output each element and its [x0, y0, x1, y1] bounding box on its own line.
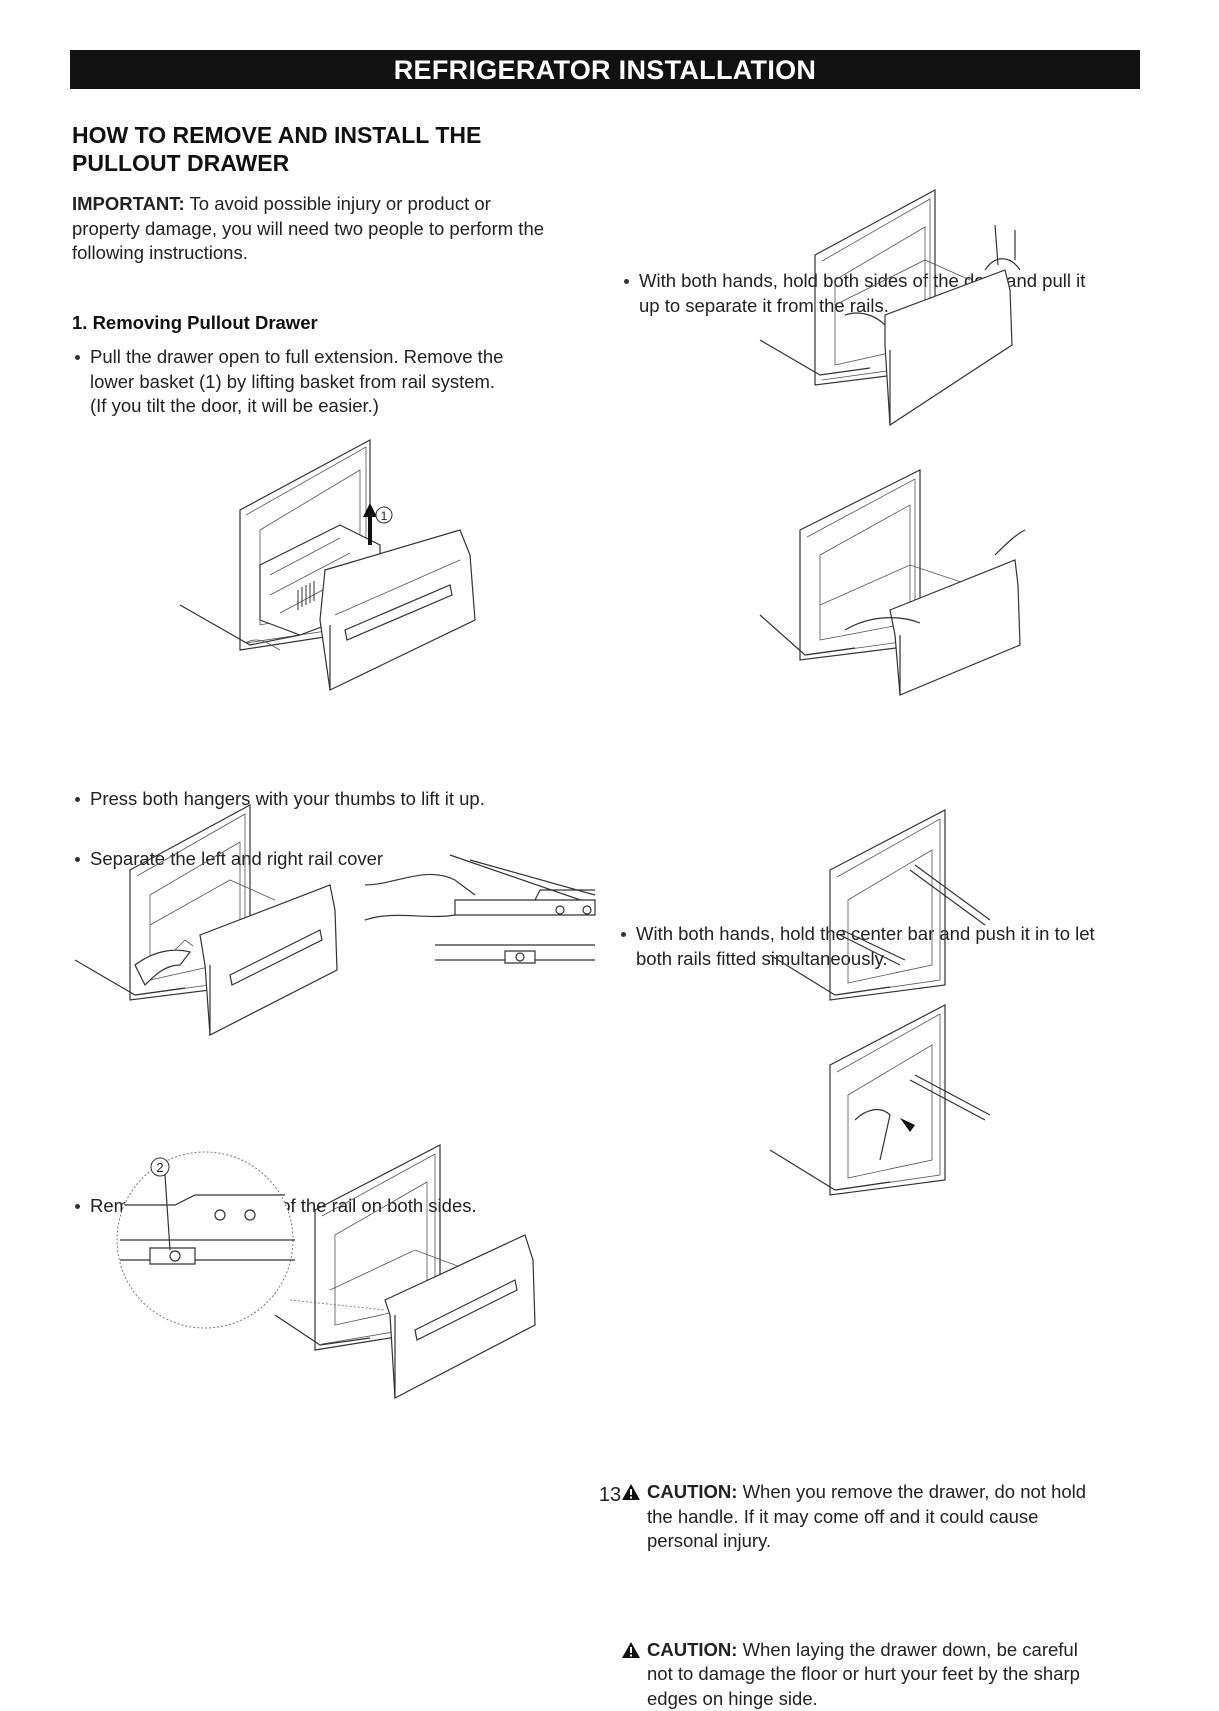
- important-text-3: following instructions.: [72, 241, 602, 266]
- rail-cover-detail-illustration: [365, 855, 600, 975]
- center-bar-push-illustration: [770, 1000, 995, 1200]
- bullet-line: (If you tilt the door, it will be easier…: [90, 394, 610, 419]
- step-1-bullet-1: Pull the drawer open to full extension. …: [72, 345, 610, 419]
- caution-1: CAUTION: When you remove the drawer, do …: [621, 1480, 1167, 1554]
- caution-label: CAUTION:: [647, 1639, 737, 1660]
- important-text-2: property damage, you will need two peopl…: [72, 217, 602, 242]
- drawer-basket-lift-illustration: 1: [180, 435, 490, 700]
- caution-text: When you remove the drawer, do not hold: [743, 1481, 1086, 1502]
- section-heading-line2: PULLOUT DRAWER: [72, 149, 481, 177]
- caution-2: CAUTION: When laying the drawer down, be…: [621, 1638, 1167, 1711]
- rail-frame-illustration: [770, 805, 995, 1005]
- page-number: 13: [560, 1484, 660, 1507]
- section-heading: HOW TO REMOVE AND INSTALL THE PULLOUT DR…: [72, 121, 481, 177]
- important-label: IMPORTANT:: [72, 193, 185, 214]
- caution-text: edges on hinge side.: [647, 1687, 1167, 1711]
- caution-label: CAUTION:: [647, 1481, 737, 1502]
- step-1-title: 1. Removing Pullout Drawer: [72, 312, 318, 334]
- bullet-line: Pull the drawer open to full extension. …: [90, 345, 610, 370]
- caution-text: not to damage the floor or hurt your fee…: [647, 1662, 1167, 1687]
- important-text-1: To avoid possible injury or product or: [190, 193, 491, 214]
- screw-removal-illustration: 2: [115, 1140, 545, 1405]
- warning-icon: [621, 1641, 641, 1659]
- important-note: IMPORTANT: To avoid possible injury or p…: [72, 192, 602, 266]
- callout-1: 1: [381, 509, 388, 523]
- callout-2: 2: [156, 1160, 163, 1175]
- hanger-press-illustration: [75, 800, 345, 1045]
- door-pull-up-illustration: [760, 185, 1040, 430]
- caution-text: the handle. If it may come off and it co…: [647, 1505, 1167, 1530]
- caution-text: personal injury.: [647, 1529, 1167, 1554]
- door-pull-out-illustration: [760, 465, 1040, 700]
- section-heading-line1: HOW TO REMOVE AND INSTALL THE: [72, 121, 481, 149]
- bullet-line: lower basket (1) by lifting basket from …: [90, 370, 610, 395]
- caution-text: When laying the drawer down, be careful: [743, 1639, 1078, 1660]
- page-banner: REFRIGERATOR INSTALLATION: [70, 50, 1140, 89]
